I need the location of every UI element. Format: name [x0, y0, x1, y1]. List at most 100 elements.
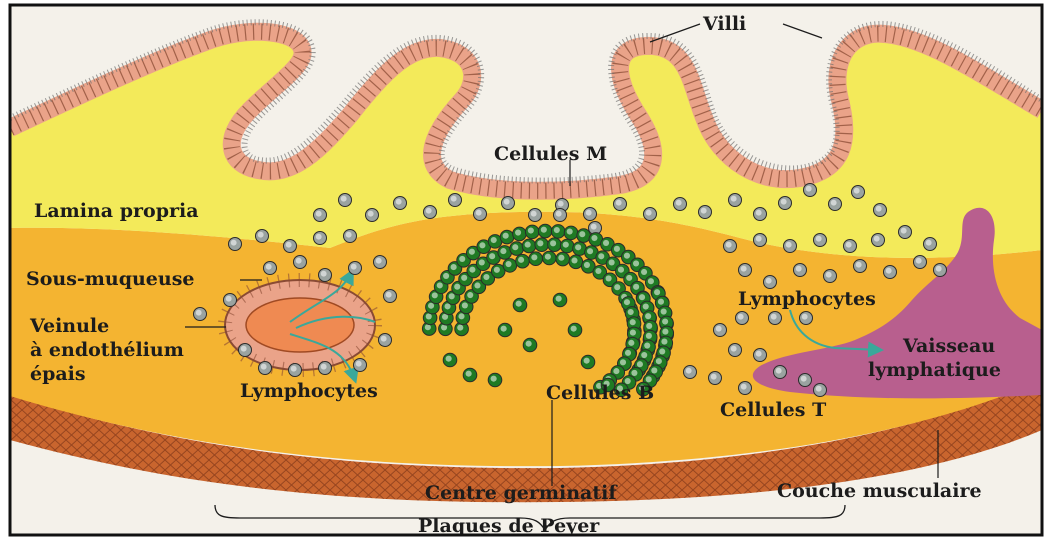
t-cell [502, 197, 515, 210]
t-cell [354, 359, 367, 372]
b-cell [577, 229, 591, 243]
t-cell [800, 312, 813, 325]
vaisseau-label-line1: Vaisseau [902, 335, 995, 357]
b-cell [503, 259, 517, 273]
veinule-label-line2: à endothélium [30, 339, 184, 361]
t-cell [314, 232, 327, 245]
t-cell [854, 260, 867, 273]
b-cell [568, 323, 582, 337]
t-cell [259, 362, 272, 375]
b-cell [498, 323, 512, 337]
t-cell [754, 349, 767, 362]
b-cell [500, 230, 514, 244]
t-cell [754, 234, 767, 247]
t-cell [829, 198, 842, 211]
b-cell [463, 368, 477, 382]
b-cell [535, 238, 549, 252]
b-cell [523, 338, 537, 352]
b-cell [564, 226, 578, 240]
t-cell [294, 256, 307, 269]
b-cell [529, 252, 543, 266]
t-cell [872, 234, 885, 247]
t-cell [899, 226, 912, 239]
b-cell [538, 224, 552, 238]
t-cell [584, 208, 597, 221]
t-cell [769, 312, 782, 325]
t-cell [194, 308, 207, 321]
t-cell [814, 384, 827, 397]
t-cell [736, 312, 749, 325]
lamina-propria-label: Lamina propria [34, 200, 199, 222]
t-cell [384, 290, 397, 303]
t-cell [824, 270, 837, 283]
b-cell [525, 225, 539, 239]
t-cell [764, 276, 777, 289]
t-cell [349, 262, 362, 275]
b-cell [443, 353, 457, 367]
t-cell [714, 324, 727, 337]
t-cell [794, 264, 807, 277]
t-cell [774, 366, 787, 379]
t-cell [784, 240, 797, 253]
b-cell [553, 293, 567, 307]
t-cell [529, 209, 542, 222]
t-cell [799, 374, 812, 387]
t-cell [644, 208, 657, 221]
t-cell [699, 206, 712, 219]
b-cell [522, 239, 536, 253]
t-cell [844, 240, 857, 253]
b-cell [551, 225, 565, 239]
t-cell [284, 240, 297, 253]
t-cell [884, 266, 897, 279]
couche-musculaire-label: Couche musculaire [777, 480, 982, 502]
t-cell [289, 364, 302, 377]
t-cell [934, 264, 947, 277]
b-cell [488, 373, 502, 387]
t-cell [449, 194, 462, 207]
t-cell [314, 209, 327, 222]
vaisseau-label-line2: lymphatique [868, 359, 1001, 381]
sous-muqueuse-label: Sous-muqueuse [26, 268, 195, 290]
t-cell [614, 198, 627, 211]
t-cell [674, 198, 687, 211]
t-cell [729, 344, 742, 357]
t-cell [729, 194, 742, 207]
b-cell [560, 239, 574, 253]
t-cell [724, 240, 737, 253]
t-cell [814, 234, 827, 247]
b-cell [569, 255, 583, 269]
t-cell [344, 230, 357, 243]
t-cell [804, 184, 817, 197]
cellules-m-label: Cellules M [494, 143, 607, 165]
b-cell [516, 254, 530, 268]
b-cell [556, 252, 570, 266]
b-cell [510, 242, 524, 256]
t-cell [739, 264, 752, 277]
b-cell [513, 227, 527, 241]
cellules-b-label: Cellules B [546, 382, 654, 404]
centre-germinatif-label: Centre germinatif [425, 482, 618, 504]
t-cell [852, 186, 865, 199]
lymphocytes-left-label: Lymphocytes [240, 380, 378, 402]
t-cell [339, 194, 352, 207]
b-cell [548, 238, 562, 252]
t-cell [319, 269, 332, 282]
t-cell [874, 204, 887, 217]
t-cell [709, 372, 722, 385]
t-cell [224, 294, 237, 307]
t-cell [914, 256, 927, 269]
t-cell [474, 208, 487, 221]
t-cell [239, 344, 252, 357]
b-cell [542, 251, 556, 265]
t-cell [264, 262, 277, 275]
t-cell [379, 334, 392, 347]
lymphocytes-right-label: Lymphocytes [738, 288, 876, 310]
t-cell [256, 230, 269, 243]
t-cell [374, 256, 387, 269]
veinule-label-line3: épais [30, 363, 86, 385]
villi-label: Villi [702, 13, 746, 35]
t-cell [424, 206, 437, 219]
t-cell [684, 366, 697, 379]
